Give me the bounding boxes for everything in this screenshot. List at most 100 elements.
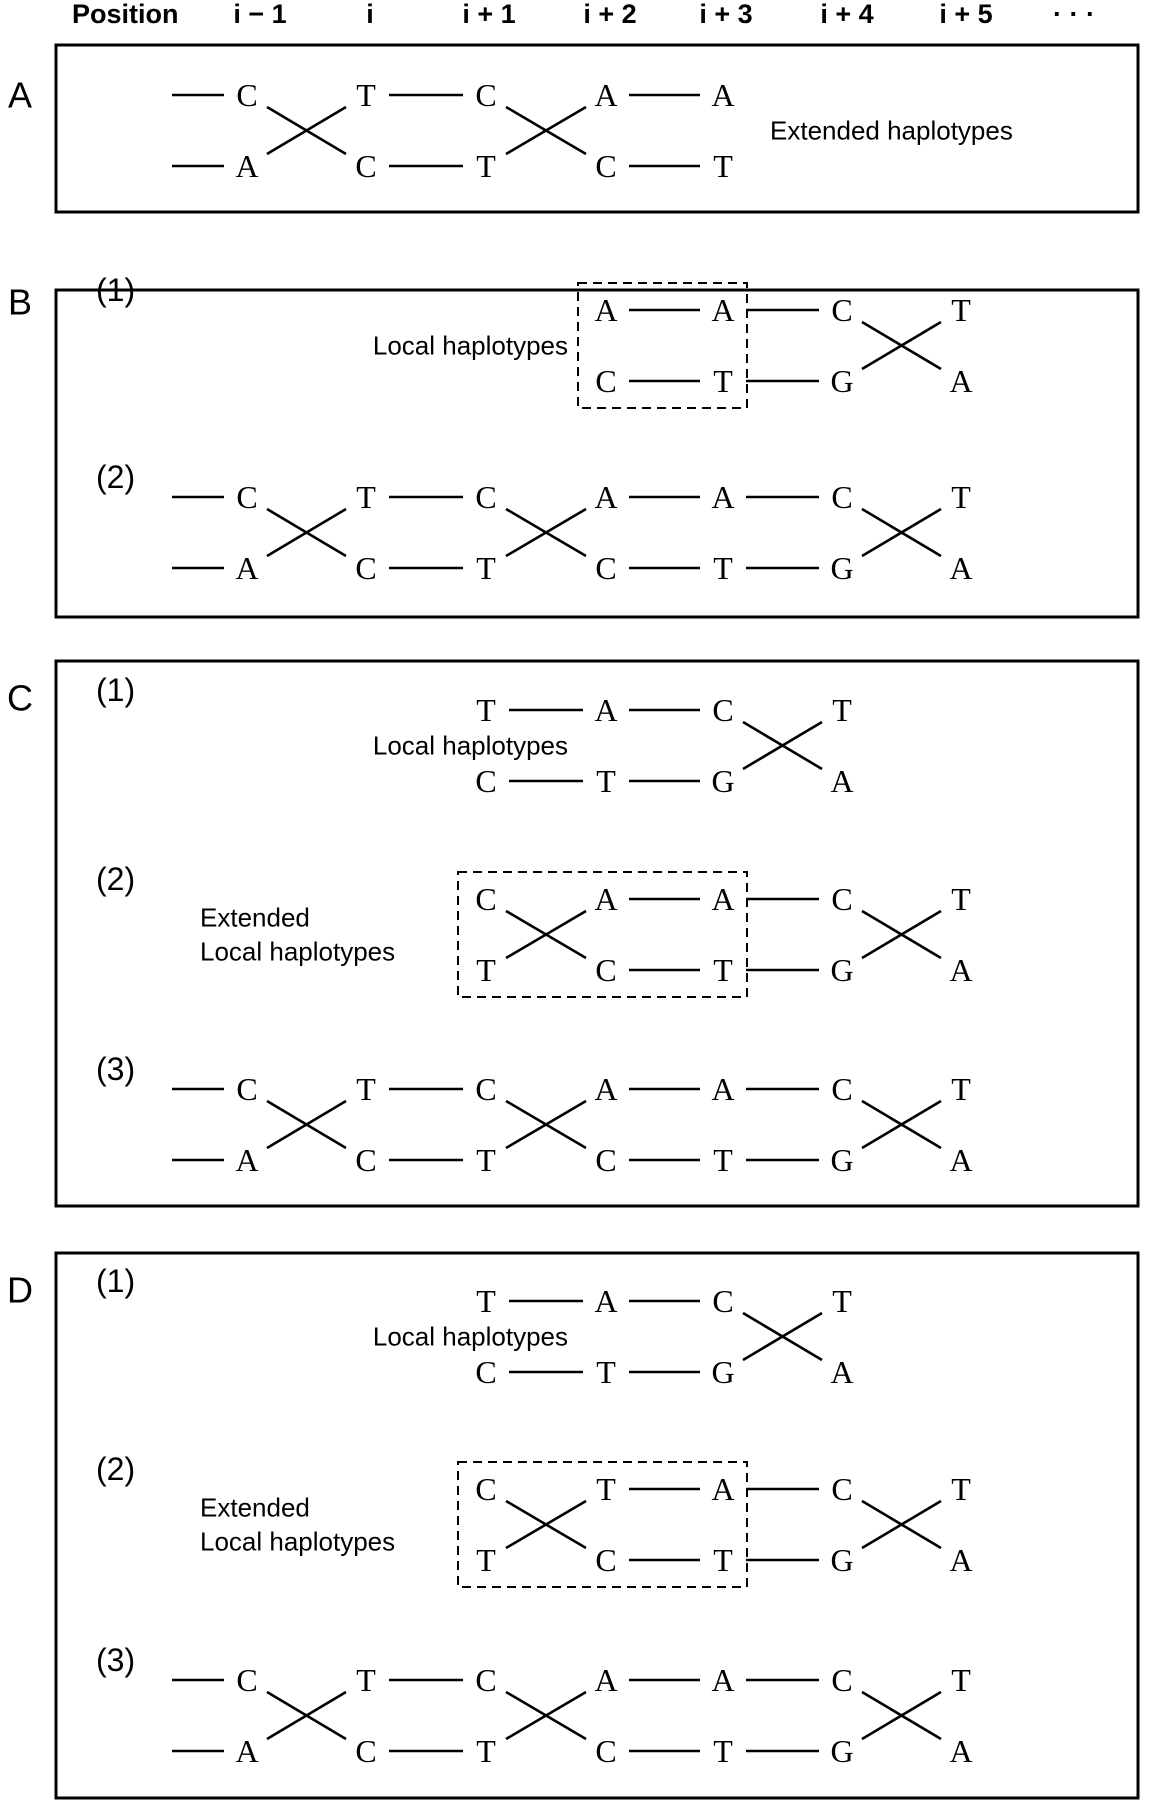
- allele-bottom: C: [595, 363, 616, 399]
- crossover-line: [861, 320, 942, 371]
- allele-bottom: T: [476, 1542, 496, 1578]
- position-column-label: i + 3: [699, 0, 752, 29]
- allele-top: A: [594, 692, 617, 728]
- crossover-line: [861, 507, 942, 558]
- allele-top: T: [356, 77, 376, 113]
- allele-bottom: T: [596, 763, 616, 799]
- crossover-line: [861, 909, 942, 960]
- position-column-label: i + 2: [583, 0, 636, 29]
- panel-letter: D: [7, 1270, 33, 1311]
- crossover-line: [861, 1499, 942, 1550]
- crossover-line: [266, 1099, 347, 1150]
- allele-bottom: C: [595, 952, 616, 988]
- crossover-line: [742, 1311, 823, 1362]
- position-ellipsis: · · ·: [1053, 0, 1095, 29]
- row-label: (2): [96, 1451, 135, 1487]
- allele-top: A: [711, 1471, 734, 1507]
- allele-top: A: [594, 77, 617, 113]
- allele-bottom: A: [949, 952, 972, 988]
- row-description: Local haplotypes: [200, 1527, 395, 1557]
- allele-bottom: T: [713, 1142, 733, 1178]
- crossover-line: [266, 507, 347, 558]
- allele-top: C: [712, 1283, 733, 1319]
- allele-bottom: G: [830, 363, 853, 399]
- allele-top: T: [951, 881, 971, 917]
- allele-bottom: C: [355, 1142, 376, 1178]
- allele-bottom: C: [595, 550, 616, 586]
- allele-bottom: A: [235, 148, 258, 184]
- panel-frame: [54, 659, 1140, 1208]
- panel-frame: [54, 43, 1140, 214]
- crossover-line: [505, 1690, 587, 1741]
- allele-top: T: [951, 1471, 971, 1507]
- allele-top: C: [236, 77, 257, 113]
- allele-bottom: G: [711, 763, 734, 799]
- allele-top: A: [711, 1071, 734, 1107]
- allele-top: C: [475, 1071, 496, 1107]
- position-column-label: i + 1: [462, 0, 515, 29]
- allele-top: C: [475, 1662, 496, 1698]
- allele-top: C: [831, 479, 852, 515]
- allele-bottom: A: [235, 1142, 258, 1178]
- allele-bottom: T: [476, 148, 496, 184]
- panel-frame: [54, 288, 1140, 619]
- haplotype-box: [577, 282, 748, 409]
- row-label: (1): [96, 1263, 135, 1299]
- allele-top: T: [951, 1662, 971, 1698]
- row-description: Local haplotypes: [373, 731, 568, 761]
- allele-bottom: G: [830, 1733, 853, 1769]
- crossover-line: [505, 1099, 587, 1150]
- allele-bottom: C: [595, 1542, 616, 1578]
- allele-top: A: [594, 1071, 617, 1107]
- allele-top: C: [831, 1071, 852, 1107]
- row-description: Local haplotypes: [373, 1322, 568, 1352]
- row-label: (2): [96, 861, 135, 897]
- row-description: Local haplotypes: [200, 937, 395, 967]
- allele-top: T: [596, 1471, 616, 1507]
- allele-bottom: A: [949, 1733, 972, 1769]
- allele-bottom: G: [830, 1142, 853, 1178]
- panel-letter: B: [8, 282, 32, 323]
- allele-top: A: [711, 881, 734, 917]
- row-label: (1): [96, 272, 135, 308]
- allele-top: T: [951, 479, 971, 515]
- allele-bottom: C: [355, 148, 376, 184]
- row-label: (3): [96, 1642, 135, 1678]
- allele-bottom: A: [235, 1733, 258, 1769]
- allele-bottom: T: [713, 1733, 733, 1769]
- allele-top: T: [832, 1283, 852, 1319]
- allele-bottom: C: [595, 1733, 616, 1769]
- position-column-label: i + 5: [939, 0, 992, 29]
- position-column-label: i + 4: [820, 0, 873, 29]
- allele-bottom: T: [713, 363, 733, 399]
- allele-bottom: C: [475, 1354, 496, 1390]
- panel-letter: A: [8, 75, 32, 116]
- allele-top: A: [711, 1662, 734, 1698]
- crossover-line: [742, 720, 823, 771]
- crossover-line: [505, 105, 587, 156]
- allele-top: T: [356, 1071, 376, 1107]
- allele-bottom: G: [830, 1542, 853, 1578]
- allele-bottom: T: [713, 550, 733, 586]
- allele-bottom: C: [595, 148, 616, 184]
- allele-top: A: [594, 292, 617, 328]
- haplotype-box: [457, 871, 748, 998]
- crossover-line: [861, 1099, 942, 1150]
- allele-bottom: C: [595, 1142, 616, 1178]
- allele-top: T: [476, 1283, 496, 1319]
- panel-letter: C: [7, 678, 33, 719]
- allele-bottom: T: [713, 952, 733, 988]
- allele-top: A: [594, 1283, 617, 1319]
- allele-bottom: C: [355, 1733, 376, 1769]
- allele-top: C: [831, 1471, 852, 1507]
- crossover-line: [505, 507, 587, 558]
